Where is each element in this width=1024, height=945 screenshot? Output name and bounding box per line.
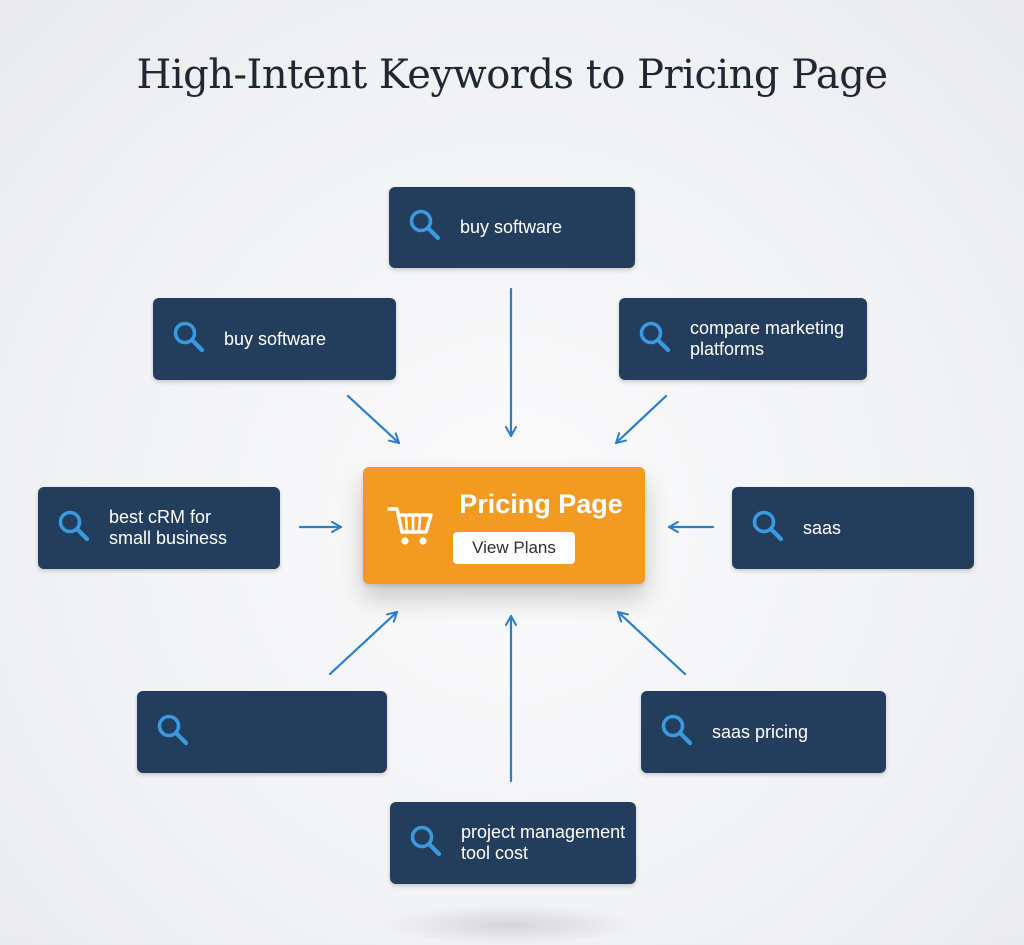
- pricing-page-hub[interactable]: Pricing Page View Plans: [363, 467, 645, 584]
- keyword-label: best cRM for small business: [109, 507, 228, 548]
- keyword-box-top[interactable]: buy software: [389, 187, 635, 268]
- arrow-bottom-left: [328, 610, 399, 676]
- keyword-label: saas: [803, 517, 842, 538]
- keyword-box-bottom-left[interactable]: [137, 691, 387, 773]
- keyword-label: buy software: [460, 217, 563, 237]
- search-icon: [407, 207, 460, 248]
- keyword-box-top-right[interactable]: compare marketing platforms: [619, 298, 867, 380]
- search-icon: [171, 319, 224, 360]
- search-icon: [637, 319, 690, 360]
- search-icon: [155, 712, 208, 753]
- keyword-box-top-left[interactable]: buy software: [153, 298, 396, 380]
- arrow-bottom-right: [616, 610, 687, 676]
- search-icon: [56, 508, 109, 549]
- diagram-title: High-Intent Keywords to Pricing Page: [136, 52, 888, 98]
- arrow-top-right: [614, 394, 668, 445]
- keyword-box-bottom-right[interactable]: saas pricing: [641, 691, 886, 773]
- floor-shadow: [380, 905, 640, 945]
- arrow-top-left: [346, 394, 401, 445]
- keyword-box-right[interactable]: saas: [732, 487, 974, 569]
- keyword-label: saas pricing: [712, 721, 809, 742]
- search-icon: [408, 823, 461, 864]
- keyword-label: project management tool cost: [461, 822, 626, 863]
- hub-title: Pricing Page: [459, 489, 623, 519]
- keyword-label: compare marketing platforms: [690, 318, 845, 359]
- keyword-label: buy software: [224, 328, 327, 349]
- view-plans-button[interactable]: View Plans: [453, 532, 575, 564]
- search-icon: [659, 712, 712, 753]
- search-icon: [750, 508, 803, 549]
- keyword-box-bottom[interactable]: project management tool cost: [390, 802, 636, 884]
- keyword-box-left[interactable]: best cRM for small business: [38, 487, 280, 569]
